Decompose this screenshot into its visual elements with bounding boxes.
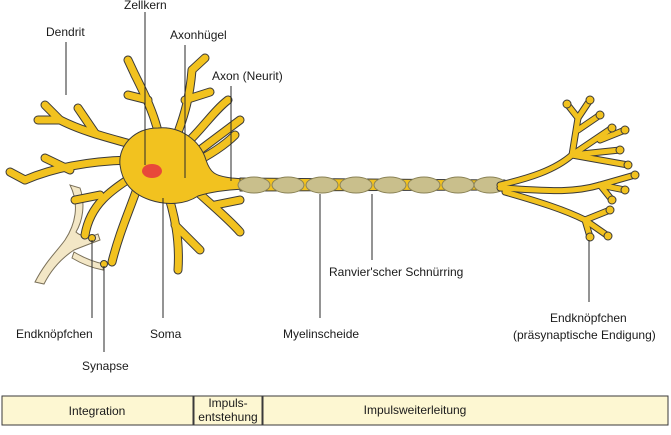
label-myelinscheide: Myelinscheide: [283, 327, 359, 341]
label-endknoepfchen-left: Endknöpfchen: [16, 327, 93, 341]
label-soma: Soma: [150, 327, 182, 341]
phase-bar: Integration Impuls- entstehung Impulswei…: [1, 395, 669, 426]
phase-impulsweiterleitung-box: [262, 395, 669, 426]
label-zellkern: Zellkern: [124, 0, 167, 12]
label-endknoepfchen-praesyn-2: (präsynaptische Endigung): [513, 328, 656, 342]
presynaptic-cell: [34, 184, 105, 285]
label-ranvier: Ranvier'scher Schnürring: [329, 265, 463, 279]
label-axonhuegel: Axonhügel: [170, 28, 227, 42]
leader-lines: [65, 12, 590, 352]
phase-integration-box: [1, 395, 194, 426]
label-dendrit: Dendrit: [46, 25, 85, 39]
nucleus: [142, 164, 162, 178]
label-endknoepfchen-praesyn: Endknöpfchen: [550, 311, 627, 325]
synaptic-boutons: [562, 95, 640, 242]
phase-impulsentstehung-box: [193, 395, 263, 426]
axon-terminal: [496, 95, 640, 242]
label-synapse: Synapse: [82, 359, 129, 373]
phase-impulsweiterleitung: Impulsweiterleitung: [364, 403, 467, 417]
phase-impulsentstehung-2: entstehung: [198, 410, 257, 424]
label-axon: Axon (Neurit): [212, 69, 283, 83]
soma-body: [119, 127, 245, 204]
phase-integration: Integration: [69, 404, 126, 418]
phase-impulsentstehung-1: Impuls-: [208, 396, 247, 410]
